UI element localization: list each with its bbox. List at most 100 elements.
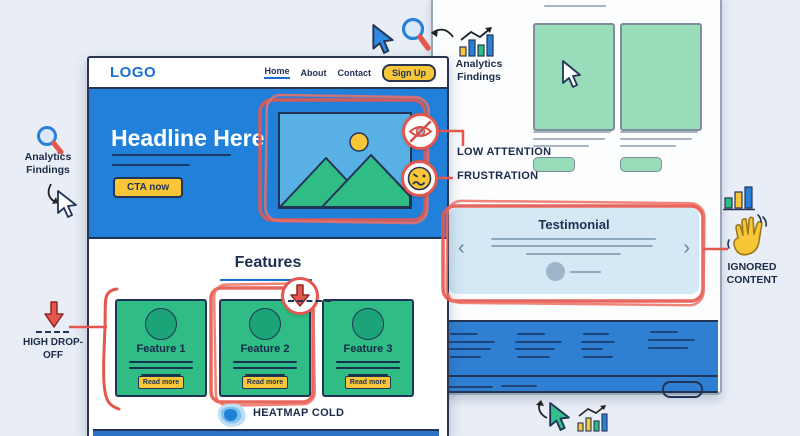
text-line-placeholder xyxy=(336,367,400,369)
magnifier-icon xyxy=(401,17,431,51)
text-line-placeholder xyxy=(533,131,611,133)
secondary-page-mockup: Testimonial ‹ › xyxy=(431,0,722,398)
feature-card-1: Feature 1 Read more xyxy=(115,299,207,397)
carousel-slider-track xyxy=(570,271,601,273)
feature-card-3: Feature 3 Read more xyxy=(322,299,414,397)
eye-off-icon xyxy=(408,120,433,143)
dropoff-badge xyxy=(281,277,319,315)
text-line-placeholder xyxy=(233,361,297,363)
features-underline xyxy=(220,279,312,281)
text-line-placeholder xyxy=(336,361,400,363)
low-attention-badge xyxy=(402,113,439,150)
cursor-arrow-icon xyxy=(57,190,77,218)
footer-line-placeholder xyxy=(648,339,695,341)
footer-line-placeholder xyxy=(515,341,562,343)
footer-line-placeholder xyxy=(583,333,609,335)
low-attention-label: LOW ATTENTION xyxy=(457,146,552,158)
dropoff-arrow-icon xyxy=(44,301,64,328)
read-more-button[interactable]: Read more xyxy=(138,376,184,389)
signup-button[interactable]: Sign Up xyxy=(382,63,436,82)
cursor-arrow-icon xyxy=(562,60,581,88)
features-title: Features xyxy=(234,254,302,271)
frustrated-face-icon xyxy=(407,166,432,191)
text-line-placeholder xyxy=(233,367,297,369)
content-block-placeholder xyxy=(620,23,702,131)
waving-hand-icon xyxy=(727,214,767,256)
analytics-chart-icon xyxy=(577,405,608,432)
carousel-next-button[interactable]: › xyxy=(683,237,690,259)
page-footer xyxy=(431,320,718,398)
footer-line-placeholder xyxy=(450,333,478,335)
read-more-button[interactable]: Read more xyxy=(242,376,288,389)
attention-sketch-frame xyxy=(258,93,431,225)
button-placeholder[interactable] xyxy=(620,157,662,172)
footer-pill-button[interactable] xyxy=(662,381,703,398)
hero-headline: Headline Here xyxy=(111,125,265,151)
heatmap-cold-label: HEATMAP COLD xyxy=(253,407,345,419)
footer-line-placeholder xyxy=(581,348,603,350)
dropoff-dash-line xyxy=(36,331,69,333)
text-line-placeholder xyxy=(533,145,589,147)
feature-title: Feature 3 xyxy=(343,343,393,355)
text-line-placeholder xyxy=(491,245,653,247)
frustration-badge xyxy=(401,160,438,197)
text-line-placeholder xyxy=(491,238,656,240)
text-line-placeholder xyxy=(620,131,698,133)
high-dropoff-label: HIGH DROP-OFF xyxy=(23,337,83,361)
text-line-placeholder xyxy=(620,138,692,140)
footer-line-placeholder xyxy=(517,333,545,335)
feature-icon-placeholder xyxy=(249,308,281,340)
cursor-arrow-icon xyxy=(549,402,570,431)
nav-link-contact[interactable]: Contact xyxy=(337,67,372,78)
logo: LOGO xyxy=(110,64,157,81)
analytics-findings-label-left: Analytics Findings xyxy=(24,151,72,177)
ignored-sketch-frame xyxy=(441,199,706,307)
footer-line-placeholder xyxy=(450,356,481,358)
nav-link-home[interactable]: Home xyxy=(264,66,290,79)
text-line-placeholder xyxy=(245,374,285,376)
analytics-findings-label-top: Analytics Findings xyxy=(455,58,503,84)
text-line-placeholder xyxy=(526,253,621,255)
sun-icon xyxy=(349,132,369,152)
heatmap-cold-blob-icon xyxy=(217,403,246,427)
text-line-placeholder xyxy=(533,138,605,140)
footer-line-placeholder xyxy=(650,331,678,333)
text-line-placeholder xyxy=(348,374,388,376)
magnifier-icon xyxy=(37,126,64,155)
testimonial-section: Testimonial ‹ › xyxy=(449,208,699,294)
footer-line-placeholder xyxy=(517,356,550,358)
dropoff-dash-line xyxy=(288,300,331,302)
cta-button[interactable]: CTA now xyxy=(113,177,184,198)
analytics-chart-icon xyxy=(459,27,494,57)
footer-line-placeholder xyxy=(648,347,688,349)
text-line-placeholder xyxy=(620,145,676,147)
feature-icon-placeholder xyxy=(145,308,177,340)
text-line-placeholder xyxy=(112,154,231,156)
text-line-placeholder xyxy=(129,361,193,363)
footer-line-placeholder xyxy=(501,385,537,387)
nav-bar: Home About Contact Sign Up xyxy=(264,58,436,87)
page-footer-strip xyxy=(93,429,439,436)
page-header: LOGO Home About Contact Sign Up xyxy=(89,58,447,89)
feature-card-2: Feature 2 Read more xyxy=(219,299,311,397)
footer-divider xyxy=(431,375,718,377)
cursor-arrow-icon xyxy=(372,24,394,54)
hero-image-placeholder xyxy=(278,112,412,209)
nav-link-about[interactable]: About xyxy=(300,67,327,78)
footer-line-placeholder xyxy=(448,341,495,343)
carousel-prev-button[interactable]: ‹ xyxy=(458,237,465,259)
frustration-label: FRUSTRATION xyxy=(457,170,539,182)
footer-line-placeholder xyxy=(448,348,491,350)
down-arrow-icon xyxy=(290,284,310,307)
footer-line-placeholder xyxy=(583,356,613,358)
feature-title: Feature 1 xyxy=(136,343,186,355)
ignored-content-label: IGNORED CONTENT xyxy=(726,261,778,287)
read-more-button[interactable]: Read more xyxy=(345,376,391,389)
text-line-placeholder xyxy=(112,164,190,166)
footer-line-placeholder xyxy=(581,341,615,343)
footer-line-placeholder xyxy=(515,348,555,350)
carousel-slider-handle[interactable] xyxy=(546,262,565,281)
footer-line-placeholder xyxy=(447,386,493,388)
button-placeholder[interactable] xyxy=(533,157,575,172)
